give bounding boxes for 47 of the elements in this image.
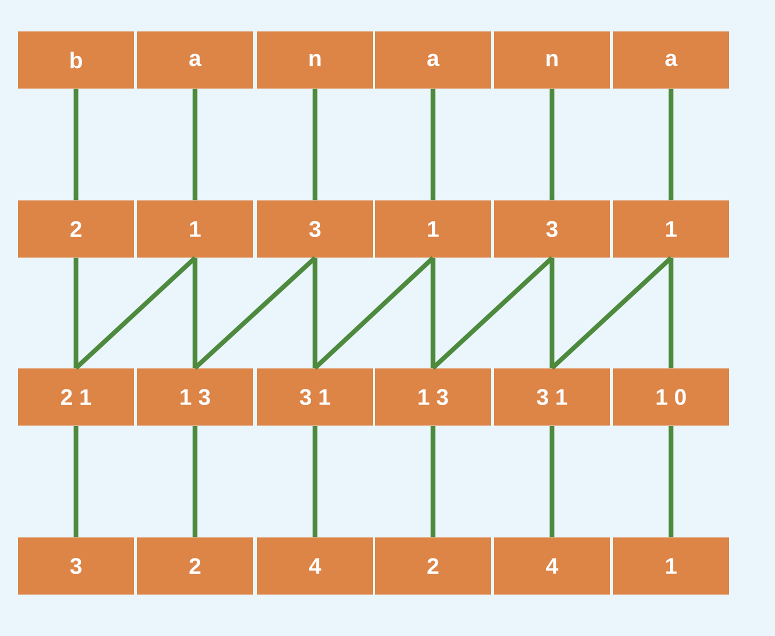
connector-line	[312, 426, 318, 538]
label-box: 3	[18, 537, 134, 595]
label-box: a	[375, 31, 491, 89]
connector-line	[192, 258, 198, 368]
label-box: a	[137, 31, 253, 89]
label-box: 2	[137, 537, 253, 595]
connector-line	[430, 88, 436, 200]
connector-line	[192, 88, 198, 200]
connector-line	[74, 88, 78, 200]
label-box: 1	[137, 200, 253, 258]
label-box: a	[613, 31, 729, 89]
label-box: 3 1	[257, 368, 373, 426]
connector-line	[550, 256, 673, 370]
label-box: n	[257, 31, 373, 89]
label-box: 1 3	[375, 368, 491, 426]
connector-line	[430, 258, 436, 368]
label-box: 4	[257, 537, 373, 595]
label-box: 3	[257, 200, 373, 258]
label-box: 1	[375, 200, 491, 258]
label-box: b	[18, 31, 134, 89]
connector-line	[550, 88, 554, 200]
connector-line	[430, 426, 436, 538]
label-box: 4	[494, 537, 610, 595]
connector-line	[312, 258, 318, 368]
label-box: 3 1	[494, 368, 610, 426]
label-box: 2	[375, 537, 491, 595]
label-box: n	[494, 31, 610, 89]
connector-line	[668, 88, 674, 200]
connector-line	[431, 256, 554, 370]
connector-line	[312, 88, 318, 200]
connector-line	[192, 426, 198, 538]
label-box: 1	[613, 200, 729, 258]
label-box: 1 0	[613, 368, 729, 426]
label-box: 2	[18, 200, 134, 258]
connector-line	[550, 426, 554, 538]
connector-line	[313, 256, 435, 370]
label-box: 3	[494, 200, 610, 258]
label-box: 1	[613, 537, 729, 595]
connector-line	[74, 426, 78, 538]
label-box: 2 1	[18, 368, 134, 426]
label-box: 1 3	[137, 368, 253, 426]
connector-line	[193, 256, 317, 370]
connector-line	[74, 256, 197, 370]
connector-line	[74, 258, 78, 368]
connector-line	[668, 426, 674, 538]
connector-line	[550, 258, 554, 368]
connector-line	[668, 258, 674, 368]
